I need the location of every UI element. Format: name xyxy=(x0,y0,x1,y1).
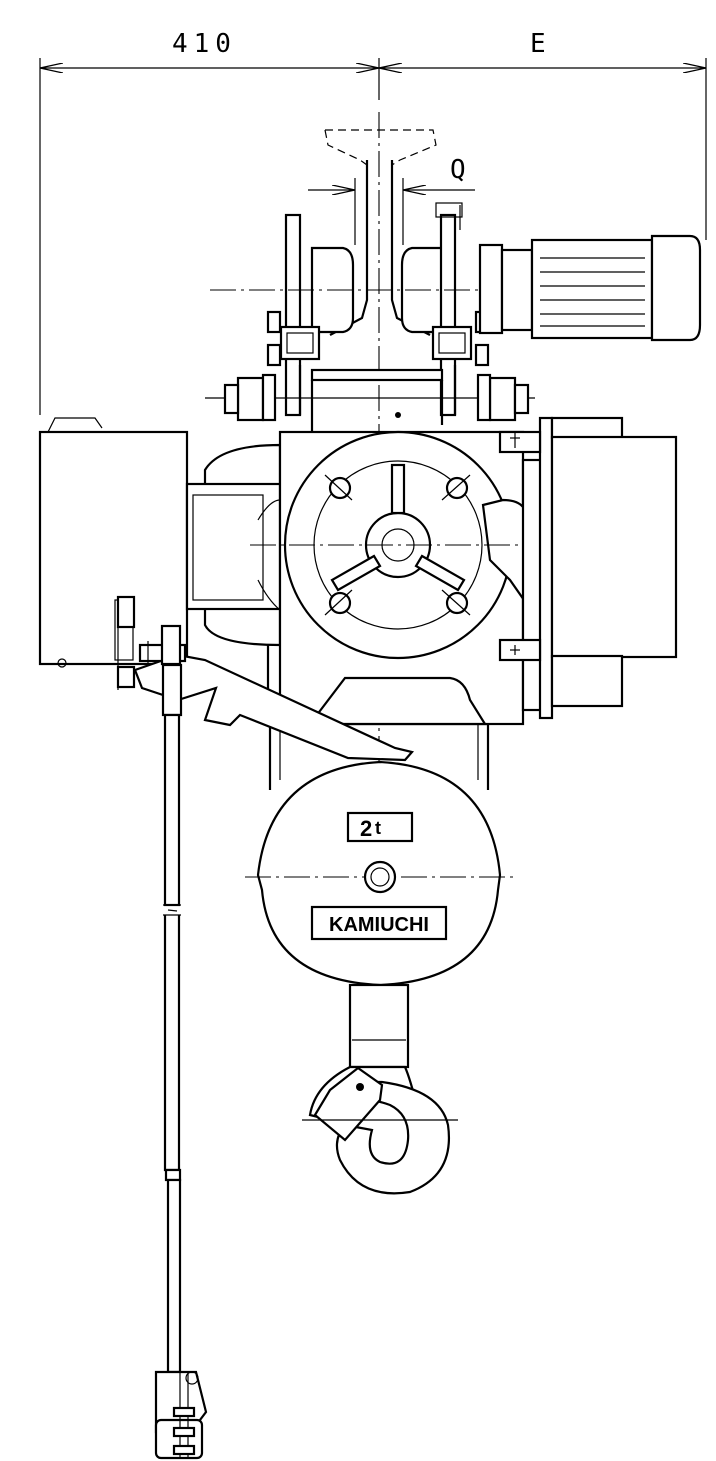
pendant-switch xyxy=(116,595,208,1460)
balance-arm xyxy=(133,653,415,762)
drum-housing xyxy=(185,430,545,790)
dimension-lines xyxy=(39,58,707,415)
dimension-q-label: Q xyxy=(450,155,472,185)
hook-block: 2 t KAMIUCHI xyxy=(245,760,515,1195)
capacity-plate xyxy=(346,811,414,843)
hoist-motor xyxy=(498,416,678,720)
dimension-410-label: 410 xyxy=(172,29,237,59)
travel-motor xyxy=(478,234,702,342)
dimension-e-label: E xyxy=(530,29,552,59)
capacity-number: 2 xyxy=(360,816,372,841)
trolley xyxy=(205,202,700,440)
brand-label: KAMIUCHI xyxy=(329,914,429,936)
capacity-unit: t xyxy=(375,818,381,838)
brand-plate xyxy=(310,905,448,941)
